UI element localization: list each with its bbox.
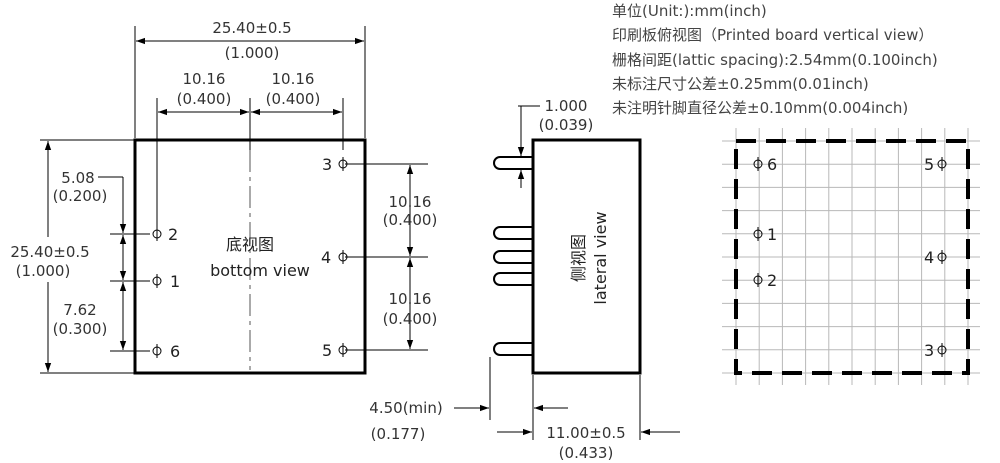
bottom-view-title-en: bottom view	[210, 261, 310, 280]
dim-right-lower-mm: 10.16	[389, 290, 432, 308]
pcb-pin-5: 5	[924, 155, 947, 174]
dim-top-left-in: (0.400)	[177, 90, 232, 108]
lateral-pin	[493, 156, 533, 170]
dim-depth-in: (0.433)	[559, 444, 614, 462]
lateral-view: 1.000 (0.039) 4.50(min) (0.177) 11.00±0.…	[369, 97, 680, 462]
pcb-pin-6: 6	[753, 155, 777, 174]
dim-width-mm: 25.40±0.5	[212, 19, 291, 37]
note-tolerance: 未标注尺寸公差±0.25mm(0.01inch)	[612, 75, 869, 93]
lateral-view-outline	[531, 138, 642, 375]
pin-5-label: 5	[322, 341, 332, 360]
lateral-view-title-en: lateral view	[591, 211, 610, 304]
dim-left-lower-in: (0.300)	[53, 320, 108, 338]
dim-pin-mm: 1.000	[545, 97, 588, 115]
dim-height-in: (1.000)	[16, 262, 71, 280]
pin-6-label: 6	[170, 342, 180, 361]
pin-5: 5	[322, 341, 348, 360]
dim-top-right-mm: 10.16	[272, 70, 315, 88]
dim-left-lower-mm: 7.62	[63, 301, 96, 319]
dim-width-in: (1.000)	[225, 44, 280, 62]
pcb-pin-4: 4	[924, 248, 947, 267]
dim-right-lower-in: (0.400)	[383, 310, 438, 328]
pcb-pin-3: 3	[924, 341, 947, 360]
dim-height-mm: 25.40±0.5	[10, 243, 89, 261]
dim-top-right-in: (0.400)	[266, 90, 321, 108]
lateral-pin	[493, 250, 533, 264]
dim-right-upper-mm: 10.16	[389, 193, 432, 211]
note-view: 印刷板俯视图（Printed board vertical view）	[612, 26, 933, 44]
lateral-pin	[493, 342, 533, 356]
pcb-pin-6-label: 6	[767, 155, 777, 174]
pcb-view: 6 1 2 5 4 3	[722, 128, 980, 385]
pcb-grid	[722, 128, 980, 385]
pin-4: 4	[321, 248, 348, 267]
note-pin-tolerance: 未注明针脚直径公差±0.10mm(0.004inch)	[612, 99, 908, 117]
pin-2: 2	[152, 225, 178, 244]
pcb-pin-5-label: 5	[924, 155, 934, 174]
pin-3: 3	[322, 155, 348, 174]
pin-1: 1	[152, 272, 180, 291]
pcb-pin-3-label: 3	[924, 341, 934, 360]
note-unit: 单位(Unit:):mm(inch)	[612, 2, 767, 20]
dim-pin-in: (0.039)	[539, 116, 594, 134]
pin-2-label: 2	[168, 225, 178, 244]
dim-depth-mm: 11.00±0.5	[546, 424, 625, 442]
pin-1-label: 1	[170, 272, 180, 291]
bottom-view: 25.40±0.5 (1.000) 10.16 (0.400) 10.16 (0…	[10, 19, 438, 375]
dim-right-upper-in: (0.400)	[383, 211, 438, 229]
pcb-outline	[734, 139, 970, 375]
notes-block: 单位(Unit:):mm(inch) 印刷板俯视图（Printed board …	[612, 2, 938, 117]
pcb-pin-2: 2	[753, 271, 777, 290]
pcb-pin-1-label: 1	[767, 225, 777, 244]
pcb-pin-4-label: 4	[924, 248, 934, 267]
pin-4-label: 4	[321, 248, 331, 267]
dim-pin-length-mm: 4.50(min)	[369, 399, 442, 417]
lateral-pin	[493, 272, 533, 286]
dim-top-left-mm: 10.16	[183, 70, 226, 88]
dim-left-upper-in: (0.200)	[53, 187, 108, 205]
pin-6: 6	[152, 342, 180, 361]
dim-left-upper-mm: 5.08	[61, 169, 94, 187]
bottom-view-title-cn: 底视图	[226, 235, 274, 254]
lateral-view-title-cn: 侧视图	[569, 234, 588, 282]
pcb-pin-2-label: 2	[767, 271, 777, 290]
lateral-pin	[493, 226, 533, 240]
pcb-pin-1: 1	[753, 225, 777, 244]
dim-pin-length-in: (0.177)	[371, 425, 426, 443]
pin-3-label: 3	[322, 155, 332, 174]
note-grid: 栅格间距(lattic spacing):2.54mm(0.100inch)	[612, 51, 938, 69]
